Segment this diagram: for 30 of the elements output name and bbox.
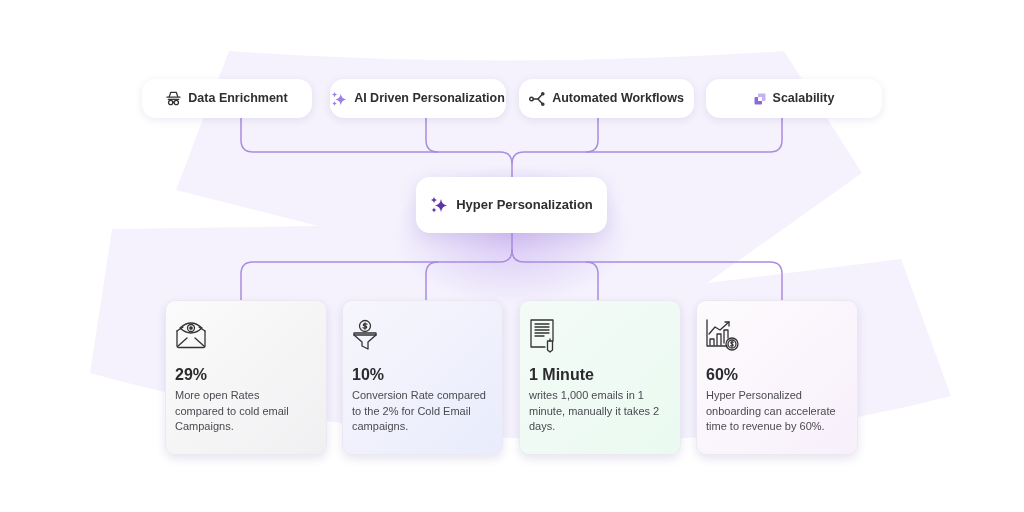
connector-line: [511, 249, 587, 263]
stat-card: [519, 300, 681, 455]
connector-line: [511, 163, 513, 178]
feature-pill: [519, 79, 694, 118]
hub-box: [416, 177, 607, 233]
connector-line: [511, 232, 513, 251]
stat-value: 29%: [175, 365, 209, 385]
connector-line: [511, 151, 587, 165]
connector-line: [585, 117, 599, 153]
pill-label: Scalability: [772, 90, 835, 108]
stat-description: Conversion Rate compared to the 2% for Cold Email campaigns.: [352, 388, 487, 434]
stat-value: 10%: [352, 365, 386, 385]
stat-description: More open Rates compared to cold email Campaigns.: [175, 388, 290, 434]
hub-label: Hyper Personalization: [456, 196, 593, 215]
stat-card: [696, 300, 858, 455]
connector-line: [425, 117, 439, 153]
pill-label: AI Driven Personalization: [354, 90, 505, 108]
connector-line: [425, 261, 439, 301]
stat-description: Hyper Personalized onboarding can accelerate time to revenue by 60%.: [706, 388, 837, 434]
feature-pill: [706, 79, 882, 118]
stat-value: 60%: [706, 365, 740, 385]
stat-description: writes 1,000 emails in 1 minute, manually it takes 2 days.: [529, 388, 661, 434]
stat-card: [165, 300, 327, 455]
connector-line: [585, 261, 599, 301]
stat-value: 1 Minute: [529, 365, 595, 385]
feature-pill: [142, 79, 312, 118]
stat-card: [342, 300, 503, 455]
feature-pill: [330, 79, 506, 118]
pill-label: Data Enrichment: [188, 90, 288, 108]
pill-label: Automated Workflows: [552, 90, 684, 108]
